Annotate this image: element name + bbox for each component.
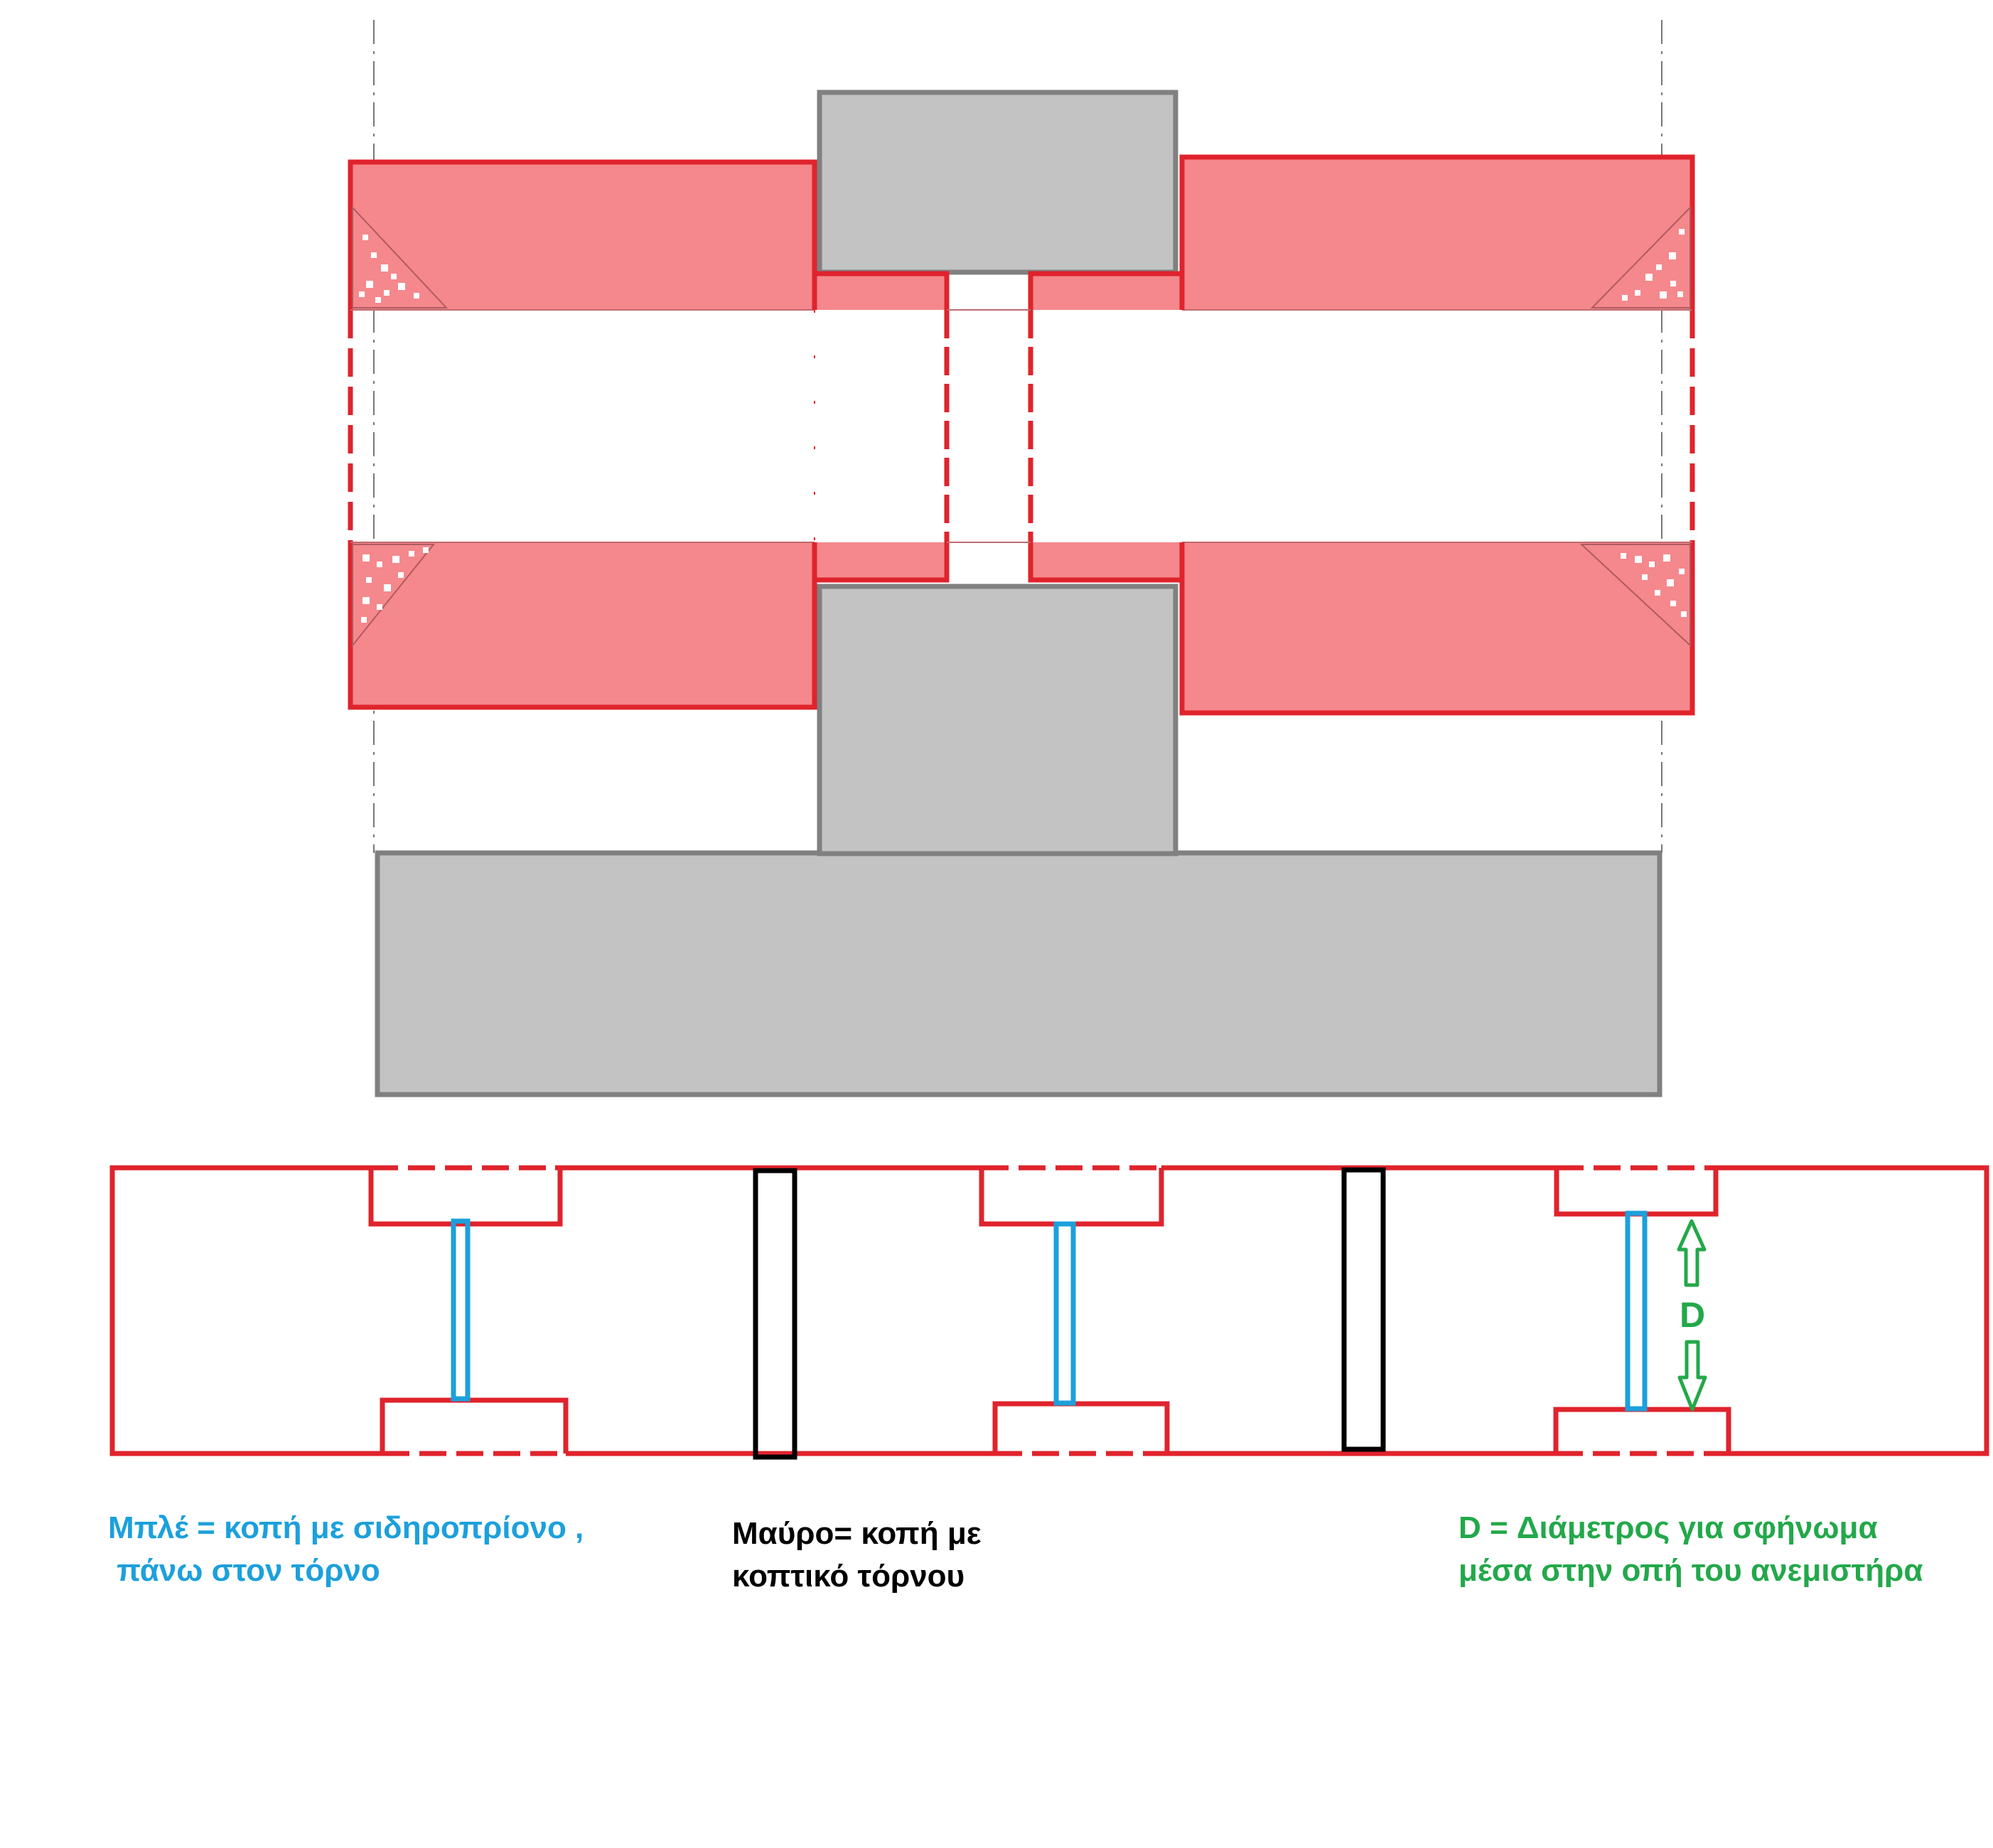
legend-green-line2: μέσα στην οπή του ανεμιστήρα (1459, 1553, 1923, 1588)
upper-grey-block (817, 90, 1178, 275)
left-fan-part (348, 159, 817, 710)
right-fan-part (1179, 154, 1695, 716)
lathe-cut-1 (753, 1168, 797, 1460)
left-upper-pink (350, 162, 815, 310)
legend-black-line1: Μαύρο= κοπή με (732, 1516, 982, 1551)
base-block (375, 850, 1662, 1097)
legend-green: D = Διάμετρος για σφήνωμα μέσα στην οπή … (1459, 1507, 1923, 1592)
arrow-up-icon (1677, 1219, 1707, 1287)
dimension-label: D (1680, 1295, 1705, 1335)
saw-cut-3 (1625, 1210, 1648, 1412)
legend-blue-line2: πάνω στον τόρνο (108, 1553, 380, 1588)
right-upper-pink (1182, 157, 1692, 310)
legend-black-line2: κοπτικό τόρνου (732, 1559, 965, 1594)
legend-black: Μαύρο= κοπή με κοπτικό τόρνου (732, 1513, 982, 1598)
legend-blue-line1: Μπλέ = κοπή με σιδηροπρίονο , (108, 1510, 584, 1545)
saw-cut-1 (451, 1218, 471, 1402)
center-collar (812, 271, 1185, 583)
legend-green-line1: D = Διάμετρος για σφήνωμα (1459, 1510, 1878, 1545)
saw-cut-2 (1053, 1221, 1076, 1406)
saw-cuts (451, 1210, 1648, 1412)
lathe-cuts (753, 1167, 1386, 1460)
arrow-down-icon (1677, 1340, 1707, 1412)
unfolded-strip (109, 1165, 1989, 1456)
left-lower-pink (350, 542, 815, 707)
lathe-cut-2 (1341, 1167, 1386, 1452)
right-lower-pink (1182, 542, 1692, 713)
legend-blue: Μπλέ = κοπή με σιδηροπρίονο , πάνω στον … (108, 1507, 584, 1592)
lower-grey-block (817, 584, 1178, 856)
diameter-dimension (1677, 1219, 1707, 1412)
